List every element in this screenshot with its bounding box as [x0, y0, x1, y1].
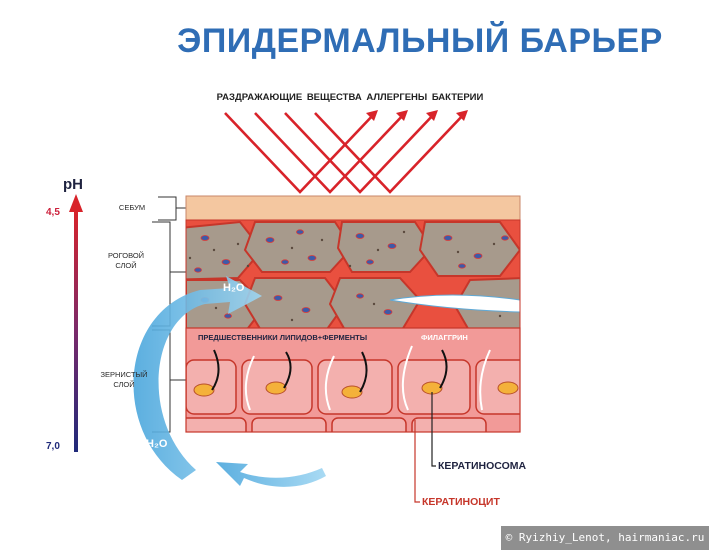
water-label-top: H₂O	[223, 282, 245, 294]
ph-scale	[69, 194, 83, 452]
ph-title: pH	[63, 176, 83, 193]
label-lipid-precursors: ПРЕДШЕСТВЕННИКИ ЛИПИДОВ+ФЕРМЕНТЫ	[198, 333, 368, 342]
ph-top-value: 4,5	[46, 207, 60, 218]
label-stratum-corneum-line1: РОГОВОЙ	[107, 251, 145, 260]
water-label-left: H₂O	[146, 438, 168, 450]
label-granular-line1: ЗЕРНИСТЫЙ	[100, 370, 148, 379]
callout-lines	[431, 392, 436, 467]
water-label-bottom: H₂O	[300, 453, 322, 465]
diagram-title: ЭПИДЕРМАЛЬНЫЙ БАРЬЕР	[177, 22, 663, 60]
threat-arrows	[224, 112, 466, 194]
ph-bottom-value: 7,0	[46, 441, 60, 452]
label-granular-line2: СЛОЙ	[113, 380, 135, 389]
water-arrows	[133, 276, 326, 487]
threat-arrowheads	[366, 110, 468, 121]
label-keratinocyte: КЕРАТИНОЦИТ	[422, 496, 500, 508]
label-keratinosome: КЕРАТИНОСОМА	[438, 460, 527, 472]
label-stratum-corneum-line2: СЛОЙ	[115, 261, 137, 270]
copyright-watermark: © Ryizhiy_Lenot, hairmaniac.ru	[501, 526, 709, 550]
sebum-layer	[185, 195, 521, 221]
stratum-corneum	[186, 220, 520, 328]
threats-label: РАЗДРАЖАЮЩИЕ ВЕЩЕСТВА АЛЛЕРГЕНЫ БАКТЕРИИ	[216, 92, 484, 103]
label-filaggrin: ФИЛАГГРИН	[421, 333, 468, 342]
label-sebum: СЕБУМ	[118, 203, 146, 212]
stratum-granulosum	[186, 328, 520, 432]
